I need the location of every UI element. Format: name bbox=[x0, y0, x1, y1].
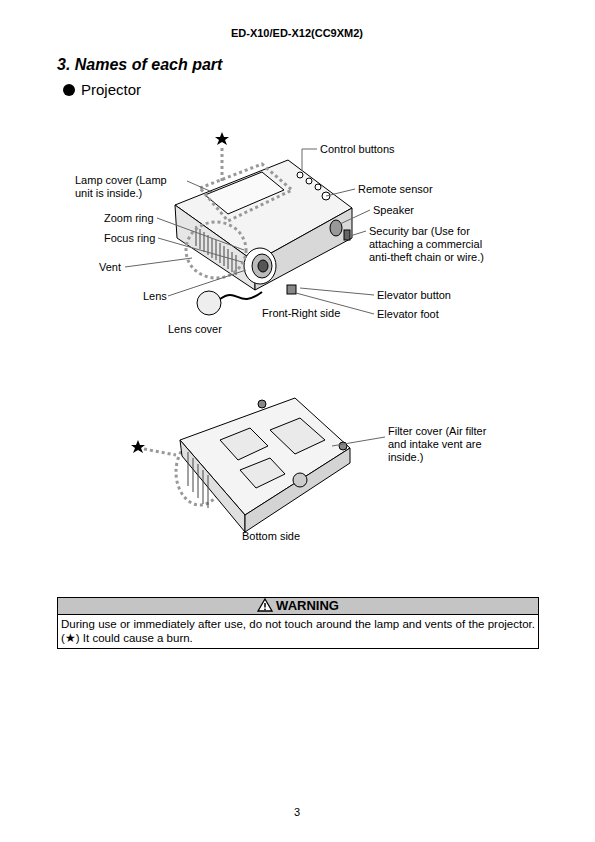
leader-lines bbox=[125, 149, 385, 446]
part-label: Vent bbox=[99, 261, 121, 274]
part-label: Elevator button bbox=[377, 289, 451, 302]
page-number: 3 bbox=[294, 806, 300, 819]
warning-text: During use or immediately after use, do … bbox=[61, 618, 535, 644]
part-label: Zoom ring bbox=[104, 212, 154, 225]
bullet bbox=[63, 84, 75, 96]
section-label: Projector bbox=[81, 81, 141, 99]
part-label: Control buttons bbox=[320, 143, 395, 156]
warning-box: WARNING During use or immediately after u… bbox=[57, 597, 539, 649]
warning-icon bbox=[257, 598, 273, 612]
part-label: Security bar (Use for attaching a commer… bbox=[369, 225, 487, 264]
part-label: Speaker bbox=[373, 204, 414, 217]
hot-star bbox=[131, 440, 145, 453]
page-header: ED-X10/ED-X12(CC9XM2) bbox=[231, 27, 363, 40]
part-label: Lens cover bbox=[168, 323, 222, 336]
projector-front-view bbox=[175, 160, 352, 315]
part-label: Lamp cover (Lamp unit is inside.) bbox=[75, 174, 187, 200]
view-label: Front-Right side bbox=[262, 307, 340, 320]
part-label: Lens bbox=[143, 290, 167, 303]
section-title: 3. Names of each part bbox=[57, 55, 222, 74]
projector-bottom-view bbox=[180, 398, 350, 532]
part-label: Filter cover (Air filter and intake vent… bbox=[388, 425, 506, 464]
part-label: Focus ring bbox=[104, 232, 155, 245]
warning-heading: WARNING bbox=[276, 598, 339, 613]
part-label: Remote sensor bbox=[358, 183, 433, 196]
part-label: Elevator foot bbox=[377, 308, 439, 321]
hot-star bbox=[215, 132, 229, 145]
view-label: Bottom side bbox=[242, 530, 300, 543]
